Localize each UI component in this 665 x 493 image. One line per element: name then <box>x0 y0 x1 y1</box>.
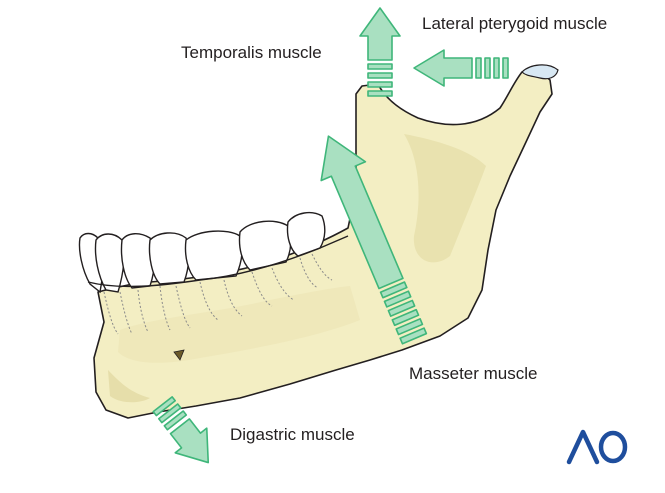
mental-foramen <box>173 349 185 361</box>
masseter-stripe-3 <box>387 299 416 317</box>
masseter-stripe-2 <box>383 290 412 308</box>
lateral-pterygoid-arrow-body <box>413 49 473 87</box>
temporalis-arrow <box>359 7 401 97</box>
masseter-stripe-1 <box>379 281 408 299</box>
condyle-cartilage <box>521 64 559 80</box>
tooth-4 <box>148 232 190 285</box>
gum-line <box>87 235 349 288</box>
ao-logo-o <box>598 430 628 464</box>
temporalis-stripe-2 <box>367 72 393 79</box>
digastric-arrow <box>152 396 210 464</box>
masseter-arrow-body <box>320 135 404 290</box>
ao-logo <box>566 429 628 465</box>
body-shade <box>118 286 360 363</box>
temporalis-stripe-4 <box>367 90 393 97</box>
masseter-muscle-label: Masseter muscle <box>409 364 538 383</box>
lateral-pterygoid-muscle-label: Lateral pterygoid muscle <box>422 14 608 33</box>
temporalis-stripe-3 <box>367 81 393 88</box>
temporalis-muscle-label: Temporalis muscle <box>181 43 322 62</box>
masseter-stripe-5 <box>395 318 424 336</box>
ramus-shade <box>404 134 486 263</box>
teeth <box>78 211 349 294</box>
tooth-5 <box>184 230 243 281</box>
lateral-pterygoid-arrow <box>413 49 509 87</box>
masseter-arrow <box>320 135 428 345</box>
lateral-pterygoid-stripe-1 <box>475 57 482 79</box>
chin-shade <box>108 370 150 403</box>
digastric-stripe-1 <box>152 396 177 417</box>
tooth-roots <box>103 253 333 335</box>
ao-logo-a <box>566 429 600 465</box>
temporalis-arrow-body <box>359 7 401 61</box>
tooth-7 <box>286 211 326 257</box>
lateral-pterygoid-stripe-2 <box>484 57 491 79</box>
temporalis-stripe-1 <box>367 63 393 70</box>
masseter-stripe-6 <box>399 327 428 345</box>
lateral-pterygoid-stripe-4 <box>502 57 509 79</box>
masseter-stripe-4 <box>391 308 420 327</box>
lateral-pterygoid-stripe-3 <box>493 57 500 79</box>
digastric-arrow-body <box>169 418 210 464</box>
digastric-stripe-2 <box>157 403 182 424</box>
digastric-stripe-3 <box>163 410 188 431</box>
mandible <box>93 70 553 419</box>
digastric-muscle-label: Digastric muscle <box>230 425 355 444</box>
tooth-6 <box>238 220 292 271</box>
